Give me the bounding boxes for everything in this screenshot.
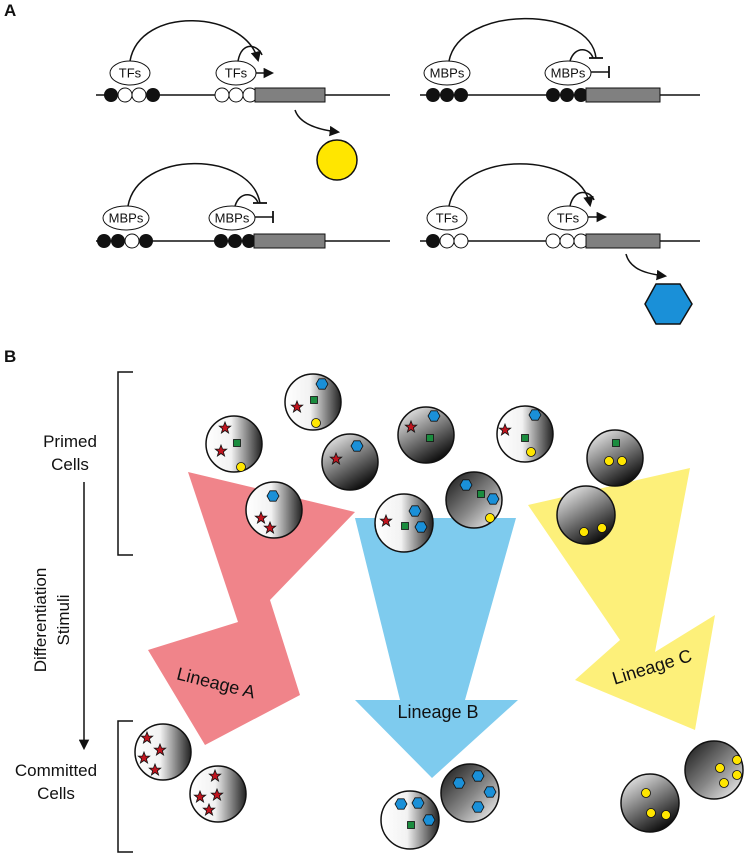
- primed-label-line2: Cells: [51, 455, 89, 474]
- committed-cell-lineage-a: [134, 723, 192, 781]
- primed-cell: [556, 485, 616, 545]
- primed-bracket: [117, 371, 133, 556]
- committed-cell-lineage-b: [440, 763, 500, 823]
- committed-label-line1: Committed: [15, 761, 97, 780]
- gene-module-mbp-repression-1: MBPs MBPs: [420, 17, 700, 103]
- mbp-oval-label: MBPs: [215, 211, 250, 226]
- lineage-b-label: Lineage B: [397, 702, 478, 722]
- primed-cell: [245, 481, 303, 539]
- lineage-b-arrow: [355, 518, 518, 778]
- tf-oval-label: TFs: [225, 66, 248, 81]
- committed-cell-lineage-c: [620, 773, 680, 833]
- primed-label-line1: Primed: [43, 432, 97, 451]
- primed-cell: [374, 493, 434, 553]
- lineage-a-arrow: [148, 472, 355, 745]
- stimuli-label-line2: Stimuli: [54, 594, 73, 645]
- tf-oval-label: TFs: [436, 211, 459, 226]
- lineage-c-arrow: [528, 468, 715, 730]
- gene-module-tf-activation-2: TFs TFs: [420, 163, 700, 325]
- tf-oval-label: TFs: [119, 66, 142, 81]
- primed-cell: [284, 373, 342, 431]
- mbp-oval-label: MBPs: [430, 66, 465, 81]
- stimuli-label-line1: Differentiation: [31, 568, 50, 673]
- tf-oval-label: TFs: [557, 211, 580, 226]
- yellow-product-circle: [316, 139, 358, 181]
- committed-label-line2: Cells: [37, 784, 75, 803]
- primed-cell: [445, 471, 503, 529]
- mbp-oval-label: MBPs: [109, 211, 144, 226]
- committed-cell-lineage-a: [189, 765, 247, 823]
- mbp-oval-label: MBPs: [551, 66, 586, 81]
- panel-b-label: B: [4, 347, 16, 366]
- primed-cell: [586, 429, 644, 487]
- primed-cell: [321, 433, 379, 491]
- primed-cell: [205, 415, 263, 473]
- committed-bracket: [117, 720, 133, 853]
- primed-cell: [397, 406, 455, 464]
- primed-cell: [496, 405, 554, 463]
- committed-cell-lineage-c: [684, 740, 744, 800]
- committed-cell-lineage-b: [380, 790, 440, 850]
- gene-module-mbp-repression-2: MBPs MBPs: [96, 162, 390, 249]
- gene-module-tf-activation-1: TFs TFs: [96, 20, 390, 181]
- panel-a-label: A: [4, 1, 16, 20]
- blue-product-hexagon: [644, 283, 693, 325]
